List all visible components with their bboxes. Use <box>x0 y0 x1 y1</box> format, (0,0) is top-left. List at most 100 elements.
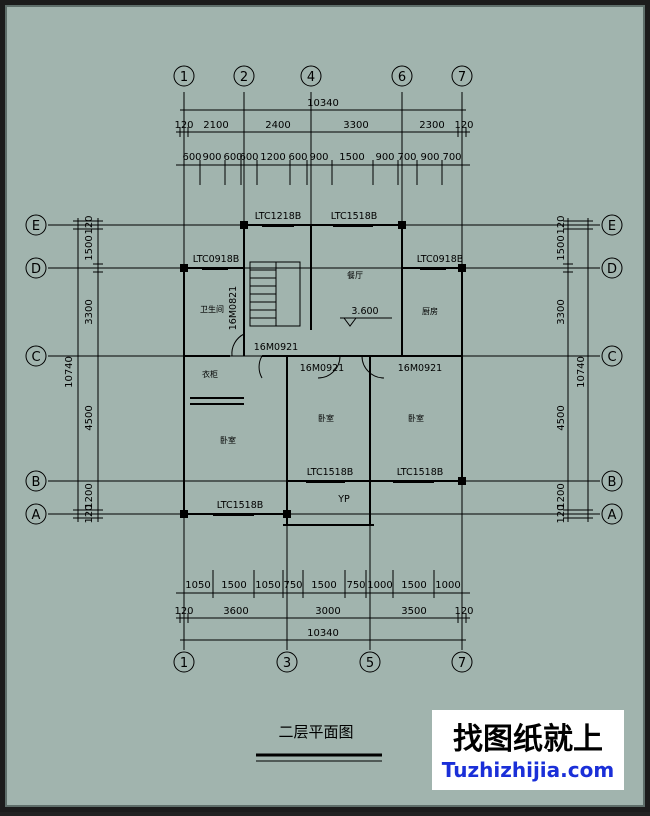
dim-bottom-row1: 1500 <box>221 580 246 591</box>
axis-bubble-top-4 <box>300 65 322 87</box>
dim-top-row2: 2300 <box>419 120 444 131</box>
axis-label-left-A: A <box>32 508 41 523</box>
dim-bottom-total: 10340 <box>307 628 339 639</box>
stair <box>249 261 301 327</box>
door-label: 16M0821 <box>228 286 239 330</box>
axis-label-top-6: 6 <box>398 70 406 85</box>
room-bathroom: 卫生间 <box>200 304 224 314</box>
door-label: 16M0921 <box>254 342 298 353</box>
dim-left-seg: 1500 <box>84 235 95 260</box>
level-mark-symbol <box>340 317 392 327</box>
dim-top-row2: 120 <box>454 120 473 131</box>
axis-label-top-4: 4 <box>307 70 315 85</box>
room-bedroom-1: 卧室 <box>220 435 236 445</box>
axis-label-right-A: A <box>608 508 617 523</box>
dim-top-row3: 700 <box>397 152 416 163</box>
window-label: LTC1518B <box>217 500 264 511</box>
axis-label-left-B: B <box>32 475 41 490</box>
axis-bubble-bottom-5 <box>359 651 381 673</box>
dim-top-row3: 1200 <box>260 152 285 163</box>
dim-right-seg: 120 <box>556 215 567 234</box>
axis-label-top-2: 2 <box>240 70 248 85</box>
watermark-logo: 找图纸就上 Tuzhizhijia.com <box>432 710 624 790</box>
window-label: LTC1518B <box>397 467 444 478</box>
level-mark-value: 3.600 <box>351 306 378 317</box>
dim-bottom-row2: 3500 <box>401 606 426 617</box>
dim-bottom-row1: 1050 <box>185 580 210 591</box>
dim-right-seg: 120 <box>556 504 567 523</box>
dim-top-row3: 900 <box>375 152 394 163</box>
dim-bottom-row1: 750 <box>283 580 302 591</box>
dim-top-row3: 600 <box>288 152 307 163</box>
axis-label-top-7: 7 <box>458 70 466 85</box>
axis-bubble-top-6 <box>391 65 413 87</box>
axis-bubble-bottom-1 <box>173 651 195 673</box>
dim-top-row3: 600 <box>223 152 242 163</box>
door-label: 16M0921 <box>398 363 442 374</box>
dim-top-row3: 900 <box>420 152 439 163</box>
dim-top-row3: 900 <box>202 152 221 163</box>
paper-background <box>5 5 645 807</box>
dim-top-row2: 3300 <box>343 120 368 131</box>
watermark-brand: 找图纸就上 <box>453 722 603 757</box>
window-label: LTC1518B <box>307 467 354 478</box>
axis-label-bottom-1: 1 <box>180 656 188 671</box>
dim-top-row2: 120 <box>174 120 193 131</box>
dim-top-row3: 700 <box>442 152 461 163</box>
dim-bottom-row1: 1500 <box>311 580 336 591</box>
axis-label-bottom-7: 7 <box>458 656 466 671</box>
window-label: LTC0918B <box>417 254 464 265</box>
axis-label-left-C: C <box>31 350 40 365</box>
door-label: 16M0921 <box>300 363 344 374</box>
dim-bottom-row1: 1500 <box>401 580 426 591</box>
dim-top-row3: 600 <box>239 152 258 163</box>
window-label: LTC0918B <box>193 254 240 265</box>
axis-label-bottom-3: 3 <box>283 656 291 671</box>
dim-left-seg: 3300 <box>84 299 95 324</box>
dim-bottom-row2: 120 <box>454 606 473 617</box>
room-balcony: YP <box>337 494 350 505</box>
columns <box>180 221 466 518</box>
dim-bottom-row2: 3600 <box>223 606 248 617</box>
windows <box>202 225 446 516</box>
dim-top-row3: 600 <box>182 152 201 163</box>
dim-left-seg: 1200 <box>84 483 95 508</box>
dim-bottom-row1: 1050 <box>255 580 280 591</box>
dim-top-row2: 2400 <box>265 120 290 131</box>
dim-bottom-row1: 750 <box>346 580 365 591</box>
dim-right-seg: 1500 <box>556 235 567 260</box>
axis-label-right-B: B <box>608 475 617 490</box>
drawing-title: 二层平面图 <box>278 723 353 741</box>
dim-top-row3: 900 <box>309 152 328 163</box>
room-bedroom-2: 卧室 <box>318 413 334 423</box>
dim-top-total: 10340 <box>307 98 339 109</box>
dim-left-seg: 4500 <box>84 405 95 430</box>
dim-left-seg: 120 <box>84 215 95 234</box>
dim-bottom-row1: 1000 <box>367 580 392 591</box>
axis-label-left-E: E <box>32 219 40 234</box>
axis-label-left-D: D <box>31 262 41 277</box>
dim-bottom-row1: 1000 <box>435 580 460 591</box>
dim-right-seg: 3300 <box>556 299 567 324</box>
axis-bubble-bottom-3 <box>276 651 298 673</box>
window-label: LTC1518B <box>331 211 378 222</box>
dim-right-seg: 1200 <box>556 483 567 508</box>
axis-bubble-top-2 <box>233 65 255 87</box>
dim-left-seg: 120 <box>84 504 95 523</box>
axis-label-right-D: D <box>607 262 617 277</box>
axis-label-top-1: 1 <box>180 70 188 85</box>
dim-bottom-row2: 120 <box>174 606 193 617</box>
window-label: LTC1218B <box>255 211 302 222</box>
room-dining: 餐厅 <box>347 271 363 280</box>
dim-top-row3: 1500 <box>339 152 364 163</box>
axis-label-right-C: C <box>607 350 616 365</box>
axis-label-bottom-5: 5 <box>366 656 374 671</box>
axis-label-right-E: E <box>608 219 616 234</box>
dim-left-total: 10740 <box>64 356 75 388</box>
dim-right-seg: 4500 <box>556 405 567 430</box>
door-swings <box>231 333 385 379</box>
room-kitchen: 厨房 <box>422 306 438 316</box>
watermark-url: Tuzhizhijia.com <box>441 758 615 782</box>
